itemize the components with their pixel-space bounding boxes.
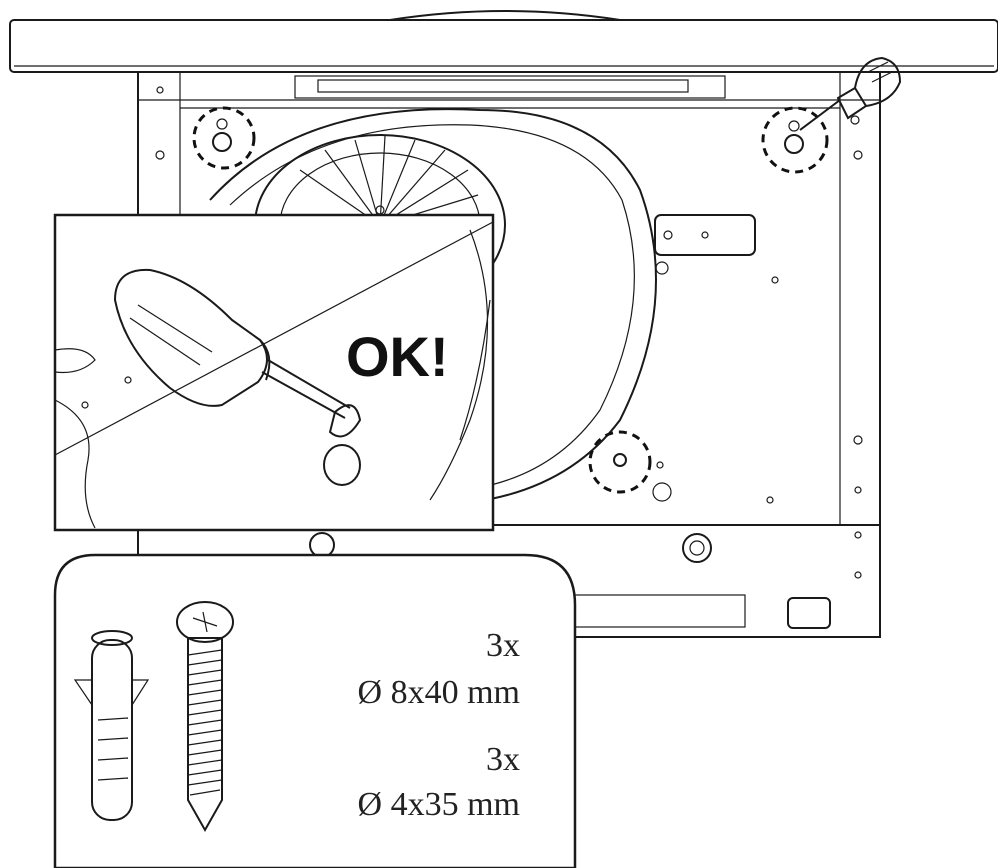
keyhole-top-right — [761, 106, 829, 174]
screw-quantity: 3x — [486, 741, 520, 778]
hood-canopy — [9, 10, 998, 73]
hardware-box: 3x Ø 8x40 mm 3x Ø 4x35 mm — [53, 553, 577, 868]
wall-plug-size: Ø 8x40 mm — [358, 674, 520, 711]
detail-callout: OK! — [53, 213, 495, 532]
keyhole-top-left — [192, 106, 256, 170]
screw-icon — [176, 601, 234, 833]
screwdriver-detail-icon — [113, 268, 362, 486]
fan-blades — [299, 135, 479, 226]
wall-plug-icon — [73, 630, 150, 821]
screw-point-bottom — [588, 430, 672, 502]
wall-plug-quantity: 3x — [486, 627, 520, 664]
screw-size: Ø 4x35 mm — [358, 786, 520, 823]
screwdriver-icon — [799, 56, 902, 131]
side-bracket — [654, 214, 756, 275]
ok-label: OK! — [346, 325, 449, 388]
